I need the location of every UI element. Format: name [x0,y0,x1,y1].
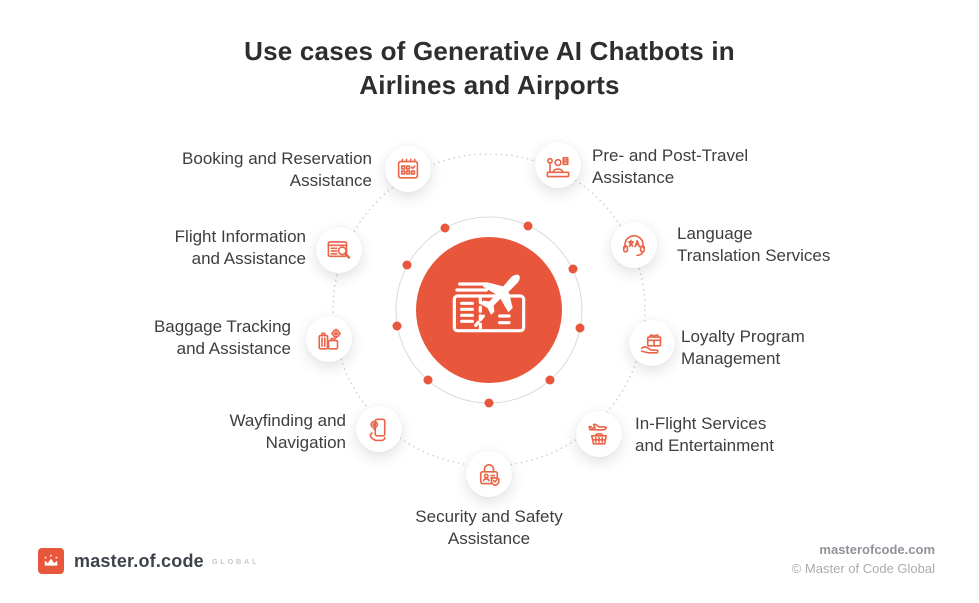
flight-search-icon [327,241,351,259]
translation-headset-icon [622,234,646,257]
center-circle [416,237,562,383]
service-desk-icon [546,156,570,178]
ring-dots [392,221,585,408]
brand-name: master.of.code [74,550,204,571]
inflight-icon-bubble [576,411,622,457]
luggage-tracking-icon [318,328,342,350]
brand-logo: master.of.code GLOBAL [38,548,259,574]
security-icon-bubble [466,451,512,497]
language-icon-bubble [611,222,657,268]
gift-hand-icon [640,334,662,354]
use-case-label-baggage: Baggage Tracking and Assistance [153,317,291,359]
baggage-icon-bubble [306,316,352,362]
brand-suffix: GLOBAL [211,556,260,566]
use-case-label-loyalty: Loyalty Program Management [681,327,805,369]
copyright-text: © Master of Code Global [791,561,935,576]
loyalty-icon-bubble [629,320,675,366]
use-case-label-prepost: Pre- and Post-Travel Assistance [592,146,749,188]
site-info: masterofcode.com © Master of Code Global [792,542,935,576]
prepost-icon-bubble [535,142,581,188]
secure-id-lock-icon [479,463,500,487]
boarding-pass-plane-icon [452,274,526,333]
flight-icon-bubble [316,227,362,273]
use-case-label-inflight: In-Flight Services and Entertainment [635,414,774,456]
use-case-label-language: Language Translation Services [677,224,831,266]
website-url: masterofcode.com [819,542,935,557]
use-case-label-wayfinding: Wayfinding and Navigation [229,411,346,453]
outer-dotted-circle [332,153,646,467]
use-case-label-booking: Booking and Reservation Assistance [182,149,372,191]
calendar-icon [397,158,419,179]
crown-logo-icon [38,548,64,574]
phone-navigation-icon [369,418,386,442]
booking-icon-bubble [385,146,431,192]
use-case-label-flight: Flight Information and Assistance [174,227,306,269]
wayfinding-icon-bubble [356,406,402,452]
meal-basket-icon [588,423,608,445]
use-case-label-security: Security and Safety Assistance [415,507,563,549]
page-title: Use cases of Generative AI Chatbots in A… [244,36,735,101]
